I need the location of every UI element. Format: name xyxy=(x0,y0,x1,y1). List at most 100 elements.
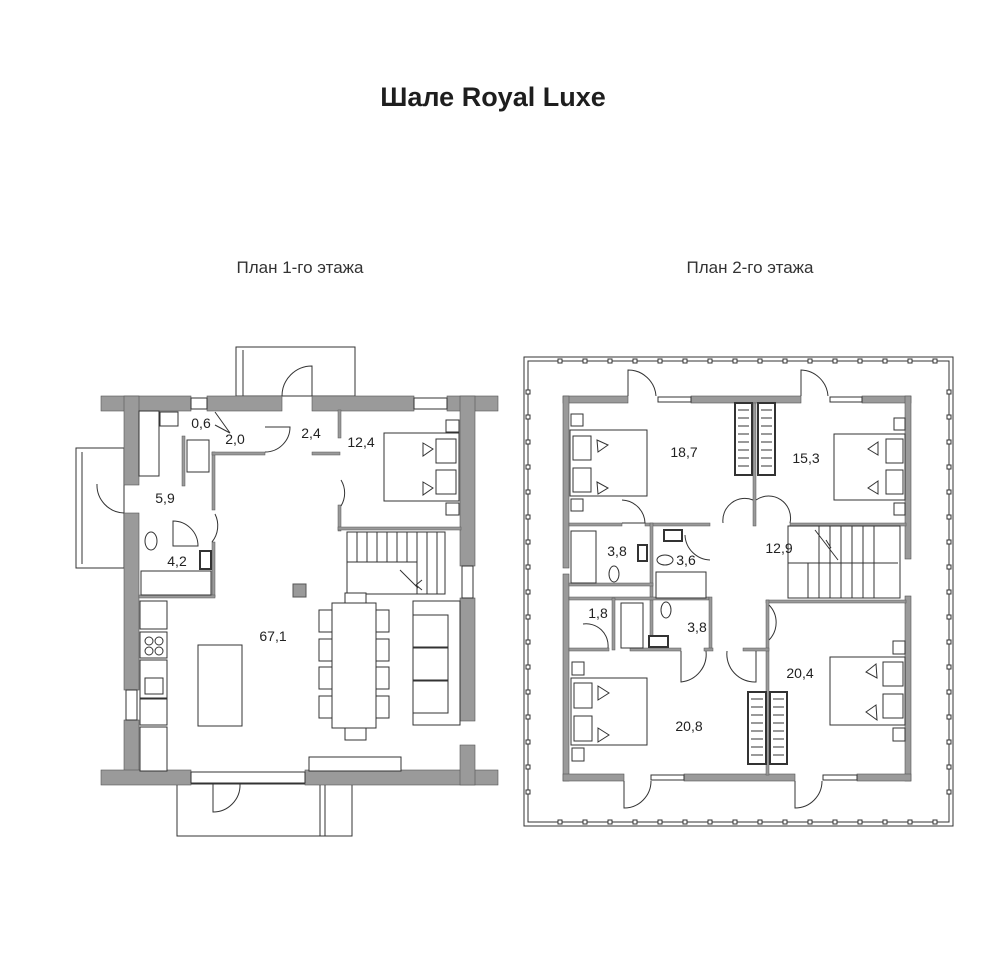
railing-post xyxy=(525,464,531,470)
railing-post xyxy=(525,714,531,720)
wardrobes-top xyxy=(734,402,776,476)
railing-post xyxy=(946,689,952,695)
railing-post xyxy=(525,789,531,795)
kitchen-island xyxy=(197,644,243,727)
railing-post xyxy=(732,819,738,825)
railing-post xyxy=(932,819,938,825)
sofa xyxy=(412,600,461,726)
room-area: 67,1 xyxy=(259,628,286,644)
railing-post xyxy=(946,664,952,670)
railing-post xyxy=(946,714,952,720)
toilet xyxy=(144,531,158,551)
railing-post xyxy=(882,819,888,825)
shower xyxy=(620,602,644,649)
railing-post xyxy=(682,819,688,825)
railing-post xyxy=(525,539,531,545)
door-entrance-top xyxy=(281,365,313,397)
room-area: 20,8 xyxy=(675,718,702,734)
railing-post xyxy=(525,414,531,420)
room-area: 3,8 xyxy=(687,619,707,635)
sink xyxy=(637,544,648,562)
page-title: Шале Royal Luxe xyxy=(380,82,606,112)
room-area: 12,9 xyxy=(765,540,792,556)
railing-post xyxy=(946,764,952,770)
railing-post xyxy=(525,764,531,770)
railing-post xyxy=(782,819,788,825)
kitchen xyxy=(139,600,243,772)
railing-post xyxy=(932,358,938,364)
door-2-0 xyxy=(264,426,291,453)
railing-post xyxy=(946,414,952,420)
room-area: 20,4 xyxy=(786,665,813,681)
railing-post xyxy=(946,514,952,520)
railing-post xyxy=(757,358,763,364)
railing-post xyxy=(946,639,952,645)
room-area: 0,6 xyxy=(191,415,211,431)
sink xyxy=(648,635,669,648)
toilet xyxy=(660,601,672,619)
railing-post xyxy=(907,819,913,825)
railing-post xyxy=(946,464,952,470)
railing-post xyxy=(946,539,952,545)
railing-post xyxy=(946,589,952,595)
bed-20-4 xyxy=(829,640,906,742)
railing-post xyxy=(707,819,713,825)
bathtub xyxy=(140,570,212,596)
railing-post xyxy=(807,358,813,364)
railing-post xyxy=(946,564,952,570)
column xyxy=(292,583,307,598)
bathtub xyxy=(570,530,597,584)
railing-post xyxy=(632,819,638,825)
railing-post xyxy=(525,564,531,570)
fireplace xyxy=(308,756,402,772)
railing-post xyxy=(525,439,531,445)
door-12-4 xyxy=(340,479,346,507)
railing-post xyxy=(832,358,838,364)
porch-bottom xyxy=(176,783,353,837)
railing-post xyxy=(607,358,613,364)
railing-post xyxy=(757,819,763,825)
room-area: 1,8 xyxy=(588,605,608,621)
staircase-2 xyxy=(787,525,901,599)
railing-post xyxy=(582,819,588,825)
sink xyxy=(663,529,683,542)
railing-post xyxy=(807,819,813,825)
railing-post xyxy=(946,614,952,620)
toilet xyxy=(656,554,674,566)
railing-post xyxy=(632,358,638,364)
dining-table xyxy=(318,592,390,741)
railing-post xyxy=(946,389,952,395)
room-area: 2,0 xyxy=(225,431,245,447)
room-area: 4,2 xyxy=(167,553,187,569)
roof-outline xyxy=(523,356,954,827)
railing-post xyxy=(607,819,613,825)
wardrobes-bottom xyxy=(747,691,788,765)
stove xyxy=(139,631,168,659)
railing-post xyxy=(946,789,952,795)
railing-post xyxy=(946,439,952,445)
railing-post xyxy=(857,819,863,825)
railing-post xyxy=(946,489,952,495)
railing-post xyxy=(707,358,713,364)
railing-post xyxy=(582,358,588,364)
railing-post xyxy=(782,358,788,364)
railing-post xyxy=(832,819,838,825)
door-hall xyxy=(211,513,219,543)
railing-post xyxy=(857,358,863,364)
railing-post xyxy=(525,489,531,495)
door-entrance-bottom xyxy=(212,783,241,813)
room-area: 15,3 xyxy=(792,450,819,466)
railing-post xyxy=(682,358,688,364)
railing-post xyxy=(525,614,531,620)
railing-post xyxy=(525,639,531,645)
floor2-plan: 18,7 15,3 3,8 3,6 12,9 1,8 3,8 20,4 20,8 xyxy=(523,356,954,827)
railing-post xyxy=(882,358,888,364)
room-area: 3,8 xyxy=(607,543,627,559)
staircase-1 xyxy=(346,531,446,595)
room-area: 5,9 xyxy=(155,490,175,506)
railing-post xyxy=(557,358,563,364)
railing-post xyxy=(525,389,531,395)
room-area: 12,4 xyxy=(347,434,374,450)
room-area: 18,7 xyxy=(670,444,697,460)
